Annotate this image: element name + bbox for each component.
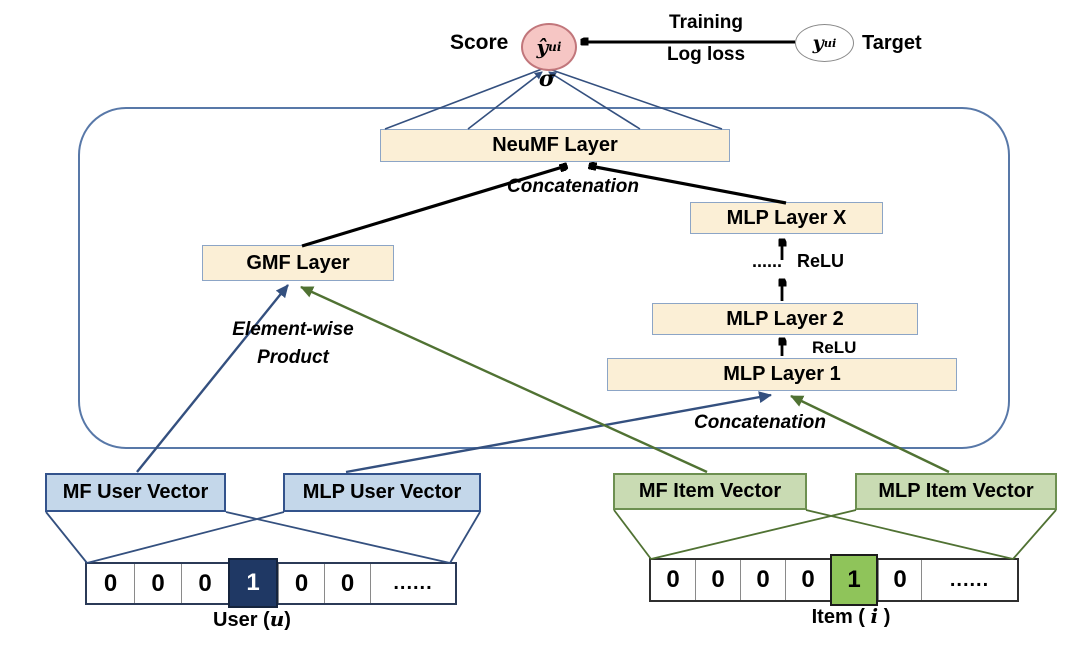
mlp-layer-1-box: MLP Layer 1 [607,358,957,391]
item-onehot-cell: 0 [740,560,785,600]
score-symbol-subscript: ui [548,40,562,54]
item-label-suffix: ) [878,606,891,628]
score-label: Score [450,31,509,54]
user-onehot-cell: 0 [134,564,181,603]
item-onehot-label: Item ( i ) [781,604,921,629]
item-onehot-cell: 0 [695,560,740,600]
mf-user-vector-label: MF User Vector [62,481,209,503]
user-onehot-hot-cell: 1 [228,558,278,608]
mlp-layer-2-box: MLP Layer 2 [652,303,918,335]
user-label-prefix: User ( [213,609,270,631]
target-symbol: y [812,32,824,54]
item-onehot-ellipsis-cell: ...... [921,560,1017,600]
item-onehot-hot-cell: 1 [830,554,878,606]
mlp-layer-2-label: MLP Layer 2 [726,307,844,330]
relu-lower-label: ReLU [812,338,857,357]
mlp-layer-x-label: MLP Layer X [726,206,847,229]
training-loss-label-line2: Log loss [666,44,746,65]
item-onehot-lookup-lines [613,509,1057,560]
gmf-layer-label: GMF Layer [246,251,350,274]
user-label-suffix: ) [284,609,291,631]
mf-user-vector-box: MF User Vector [45,473,226,512]
item-onehot-cell: 0 [878,560,921,600]
user-onehot-lookup-lines [45,511,481,564]
user-onehot-cell: 0 [324,564,370,603]
relu-dots: ...... [752,251,783,271]
neumf-layer-label: NeuMF Layer [492,134,618,156]
concatenation-bottom-label: Concatenation [694,412,826,433]
user-onehot-ellipsis-cell: ...... [370,564,455,603]
relu-upper-row: ...... ReLU [752,251,844,272]
item-onehot-cell: 0 [651,560,695,600]
neumf-layer-box: NeuMF Layer [380,129,730,162]
gmf-layer-box: GMF Layer [202,245,394,281]
item-onehot-cell: 0 [785,560,830,600]
relu-upper-label: ReLU [797,251,845,271]
item-label-var: i [870,604,879,628]
elementwise-product-label-line1: Element-wise [232,319,354,340]
mlp-item-vector-box: MLP Item Vector [855,473,1057,510]
mlp-user-vector-box: MLP User Vector [283,473,481,512]
elementwise-product-label-line2: Product [257,347,329,368]
mlp-layer-1-label: MLP Layer 1 [723,363,841,385]
training-loss-label-line1: Training [669,12,743,33]
item-onehot-row: 0 0 0 0 1 0 ...... [649,554,1019,606]
mf-item-vector-label: MF Item Vector [638,480,782,502]
user-onehot-cell: 0 [181,564,228,603]
sigma-symbol: σ [538,66,556,92]
user-onehot-cell: 0 [278,564,324,603]
user-onehot-label: User (u) [182,607,322,632]
target-symbol-subscript: ui [823,36,837,50]
score-symbol: ŷ [536,35,549,59]
target-label: Target [862,32,922,54]
user-onehot-cell: 0 [87,564,134,603]
mlp-user-vector-label: MLP User Vector [302,481,462,503]
user-onehot-row: 0 0 0 1 0 0 ...... [85,558,457,608]
concatenation-top-label: Concatenation [507,176,639,197]
user-label-var: u [269,607,285,631]
item-label-prefix: Item ( [811,606,871,628]
mlp-item-vector-label: MLP Item Vector [878,480,1034,502]
mlp-layer-x-box: MLP Layer X [690,202,883,234]
mf-item-vector-box: MF Item Vector [613,473,807,510]
